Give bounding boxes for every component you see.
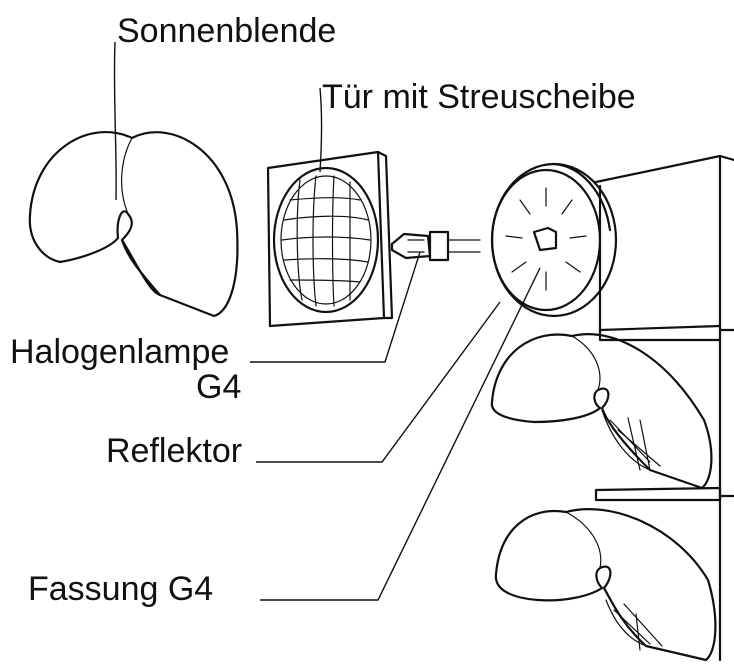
leader-fassung [260,268,540,600]
reflector-rays [506,188,586,290]
label-halogenlampe-g4: G4 [196,368,241,406]
sun-visor-illustration [30,132,238,316]
leader-halogenlampe [250,252,420,362]
label-reflektor: Reflektor [106,432,242,470]
leader-sonnenblende [114,42,116,200]
middle-signal-with-visor [492,334,712,488]
label-fassung-g4: Fassung G4 [28,570,213,608]
label-sonnenblende: Sonnenblende [117,12,336,50]
door-with-lens-illustration [268,152,392,326]
halogen-bulb-illustration [392,232,480,260]
lamp-socket-g4 [534,228,556,250]
reflector-illustration [492,164,616,316]
label-tuer-mit-streuscheibe: Tür mit Streuscheibe [322,78,636,116]
leader-reflektor [256,302,500,462]
label-halogenlampe: Halogenlampe [10,333,229,371]
bottom-signal-with-visor [496,509,716,660]
